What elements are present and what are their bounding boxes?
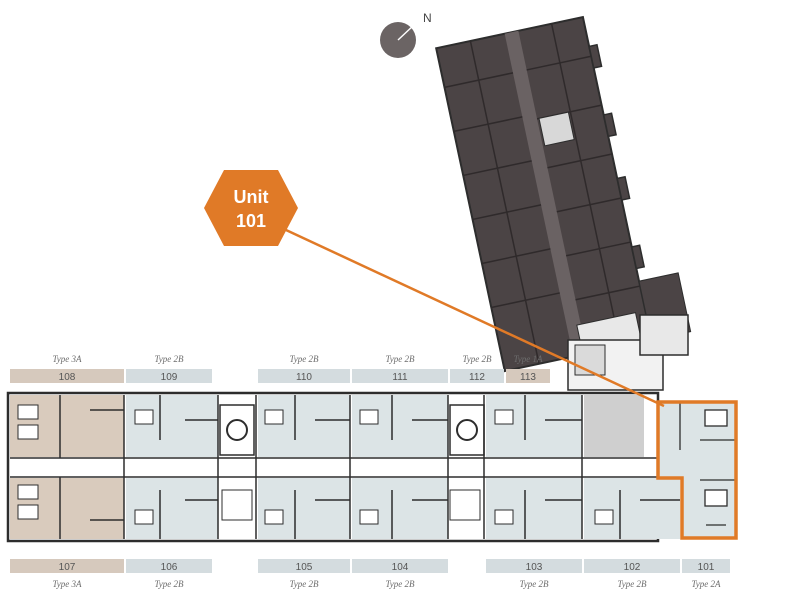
unit-number-label: 113 [520, 372, 536, 383]
unit-number-label: 108 [59, 372, 76, 383]
unit-number-label: 107 [59, 562, 76, 573]
hexagon-badge-icon [204, 170, 298, 246]
north-compass: N [380, 11, 432, 58]
unit-type-label: Type 2B [385, 579, 415, 589]
bottom-label-bars [10, 559, 730, 573]
unit-101-callout[interactable]: Unit 101 [204, 170, 298, 246]
unit-type-label: Type 2A [691, 579, 721, 589]
unit-number-label: 102 [624, 562, 641, 573]
tower-wing [434, 15, 692, 375]
unit-type-label: Type 2B [154, 354, 184, 364]
unit-type-label: Type 3A [52, 579, 82, 589]
callout-leader-line [285, 228, 665, 408]
top-label-bars [10, 369, 550, 383]
unit-type-label: Type 2B [519, 579, 549, 589]
unit-type-label: Type 2B [462, 354, 492, 364]
unit-number-label: 110 [296, 372, 312, 383]
unit-number-label: 103 [526, 562, 543, 573]
connector [567, 314, 689, 391]
unit-number-label: 111 [392, 372, 408, 383]
top-unit-labels: Type 3A 108 Type 2B 109 Type 2B 110 Type… [52, 354, 543, 383]
unit-type-label: Type 2B [617, 579, 647, 589]
unit-101-highlight[interactable] [656, 400, 738, 540]
callout-line-1: Unit [234, 187, 269, 207]
unit-type-label: Type 2B [385, 354, 415, 364]
unit-type-label: Type 2B [289, 579, 319, 589]
unit-number-label: 112 [469, 372, 485, 383]
unit-type-label: Type 2B [289, 354, 319, 364]
unit-number-label: 104 [392, 562, 409, 573]
bottom-unit-labels: 107 Type 3A 106 Type 2B 105 Type 2B 104 … [52, 562, 721, 589]
unit-type-label: Type 1A [513, 354, 543, 364]
unit-number-label: 109 [161, 372, 178, 383]
unit-number-label: 101 [698, 562, 715, 573]
main-block [6, 391, 680, 543]
unit-number-label: 105 [296, 562, 313, 573]
unit-type-label: Type 2B [154, 579, 184, 589]
north-label: N [423, 11, 432, 25]
unit-number-label: 106 [161, 562, 178, 573]
unit-type-label: Type 3A [52, 354, 82, 364]
callout-line-2: 101 [236, 211, 266, 231]
